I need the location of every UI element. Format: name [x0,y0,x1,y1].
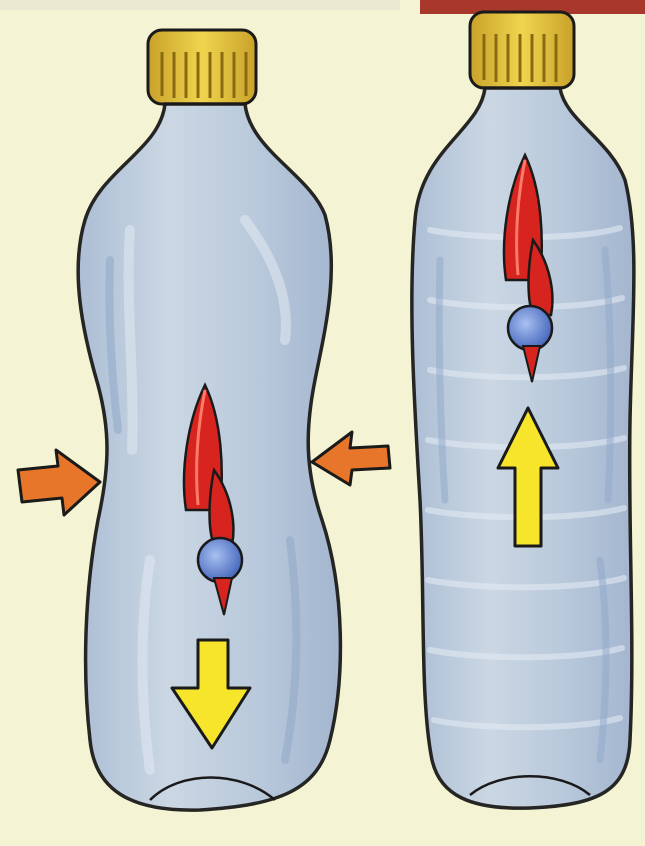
bottle-cap-icon [470,12,574,88]
bottle-cap-icon [148,30,256,104]
top-strip [0,0,400,10]
